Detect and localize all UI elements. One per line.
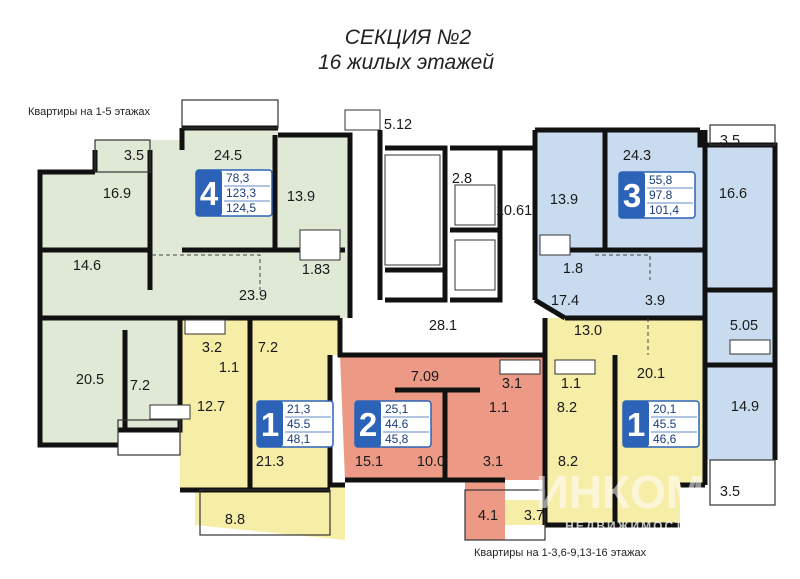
section-subtitle: 16 жилых этажей xyxy=(318,51,494,74)
badge-area-value: 21,3 xyxy=(287,402,311,416)
room-area-label: 20.5 xyxy=(76,372,104,388)
badge-area-value: 123,3 xyxy=(226,186,256,200)
apartment-badge-apt-1-right: 1 20,145.546,6 xyxy=(622,400,700,448)
room-area-label: 1.1 xyxy=(489,400,509,416)
section-title: СЕКЦИЯ №2 xyxy=(345,26,472,49)
partitions xyxy=(152,254,651,355)
badge-area-value: 44.6 xyxy=(385,417,409,431)
room-area-label: 12.7 xyxy=(197,399,225,415)
room-area-label: 1.1 xyxy=(219,360,239,376)
badge-area-value: 124,5 xyxy=(226,201,256,215)
badge-room-count: 1 xyxy=(261,406,279,443)
room-area-label: 13.0 xyxy=(574,323,602,339)
room-area-label: 13.9 xyxy=(550,192,578,208)
badge-room-count-bg xyxy=(619,172,645,218)
room-area-label: 8.2 xyxy=(557,400,577,416)
note-top: Квартиры на 1-5 этажах xyxy=(28,106,150,118)
room-area-label: 20.1 xyxy=(637,366,665,382)
room-area-label: 3.9 xyxy=(645,293,665,309)
badge-area-value: 20,1 xyxy=(653,402,677,416)
watermark-brand: ИНКОМ xyxy=(536,466,704,518)
badge-area-value: 101,4 xyxy=(649,203,679,217)
apartment-3-zone xyxy=(535,130,775,460)
room-area-label: 3.1 xyxy=(502,376,522,392)
badge-area-value: 48,1 xyxy=(287,432,311,446)
room-area-label: 14.6 xyxy=(73,258,101,274)
badge-area-value: 45,8 xyxy=(385,432,409,446)
badge-area-value: 78,3 xyxy=(226,171,250,185)
apartment-badge-apt-1-left: 1 21,345.548,1 xyxy=(256,400,334,448)
apartment-1-right-loggia xyxy=(505,500,545,525)
room-area-label: 24.5 xyxy=(214,148,242,164)
room-area-label: 7.09 xyxy=(411,369,439,385)
room-area-label: 16.9 xyxy=(103,186,131,202)
badge-area-value: 45.5 xyxy=(653,417,677,431)
room-area-label: 3.2 xyxy=(202,340,222,356)
watermark-tagline: НЕДВИЖИМОСТЬ xyxy=(565,519,695,533)
badge-room-count: 3 xyxy=(623,177,641,214)
room-area-label: 10.0 xyxy=(417,454,445,470)
room-area-label: 17.4 xyxy=(551,293,579,309)
note-bottom: Квартиры на 1-3,6-9,13-16 этажах xyxy=(474,547,647,559)
apartment-4-loggia xyxy=(95,140,182,150)
room-area-label: 24.3 xyxy=(623,148,651,164)
room-area-label: 15.1 xyxy=(355,454,383,470)
room-area-label: 14.9 xyxy=(731,399,759,415)
room-area-label: 4.1 xyxy=(478,508,498,524)
room-area-label: 7.2 xyxy=(258,340,278,356)
room-area-label: 2.8 xyxy=(452,171,472,187)
room-area-label: 10.61 xyxy=(496,203,532,219)
room-area-label: 3.5 xyxy=(720,133,740,149)
room-area-label: 28.1 xyxy=(429,318,457,334)
fixtures xyxy=(149,154,771,420)
badge-room-count: 2 xyxy=(359,406,377,443)
badge-area-value: 46,6 xyxy=(653,432,677,446)
room-area-label: 3.5 xyxy=(124,148,144,164)
badge-area-value: 25,1 xyxy=(385,402,409,416)
badge-area-value: 45.5 xyxy=(287,417,311,431)
badge-room-count-bg xyxy=(257,401,283,447)
room-area-label: 7.2 xyxy=(130,378,150,394)
badge-room-count-bg xyxy=(355,401,381,447)
room-area-label: 8.2 xyxy=(558,454,578,470)
badge-area-value: 97.8 xyxy=(649,188,673,202)
room-area-label: 5.05 xyxy=(730,318,758,334)
room-area-label: 8.8 xyxy=(225,512,245,528)
room-area-label: 16.6 xyxy=(719,186,747,202)
badge-room-count-bg xyxy=(623,401,649,447)
room-area-label: 1.83 xyxy=(302,262,330,278)
room-area-label: 23.9 xyxy=(239,288,267,304)
room-area-label: 5.12 xyxy=(384,117,412,133)
room-area-label: 1.8 xyxy=(563,261,583,277)
room-area-label: 3.5 xyxy=(720,484,740,500)
room-area-label: 1.1 xyxy=(561,376,581,392)
balconies xyxy=(94,99,776,541)
room-area-label: 3.1 xyxy=(483,454,503,470)
badge-room-count-bg xyxy=(196,170,222,216)
core-balcony xyxy=(344,109,381,131)
badge-room-count: 4 xyxy=(200,175,219,212)
apartment-badge-apt-2: 2 25,144.645,8 xyxy=(354,400,432,448)
room-area-label: 21.3 xyxy=(256,454,284,470)
room-area-label: 13.9 xyxy=(287,189,315,205)
badge-area-value: 55,8 xyxy=(649,173,673,187)
badge-room-count: 1 xyxy=(627,406,645,443)
room-area-label: 3.7 xyxy=(524,508,544,524)
